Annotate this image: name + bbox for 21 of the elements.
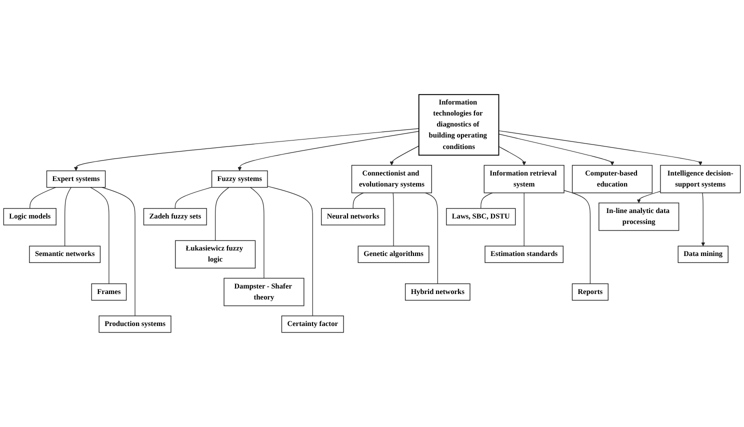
connector (480, 192, 493, 209)
connector (64, 187, 72, 246)
connector (250, 187, 264, 279)
connector (392, 192, 394, 246)
connector (267, 186, 313, 316)
connector (352, 192, 364, 209)
arrow (701, 192, 706, 246)
arrow (636, 191, 661, 204)
arrow (390, 146, 420, 166)
connector (215, 187, 230, 241)
arrow (498, 134, 614, 166)
connector (102, 187, 136, 316)
arrow (238, 131, 420, 171)
arrow (498, 130, 702, 166)
connector (564, 190, 590, 284)
arrow (74, 128, 420, 171)
connector (174, 186, 212, 209)
connector (30, 187, 56, 209)
arrow (498, 146, 526, 166)
connector (425, 192, 438, 284)
connector (90, 187, 110, 284)
